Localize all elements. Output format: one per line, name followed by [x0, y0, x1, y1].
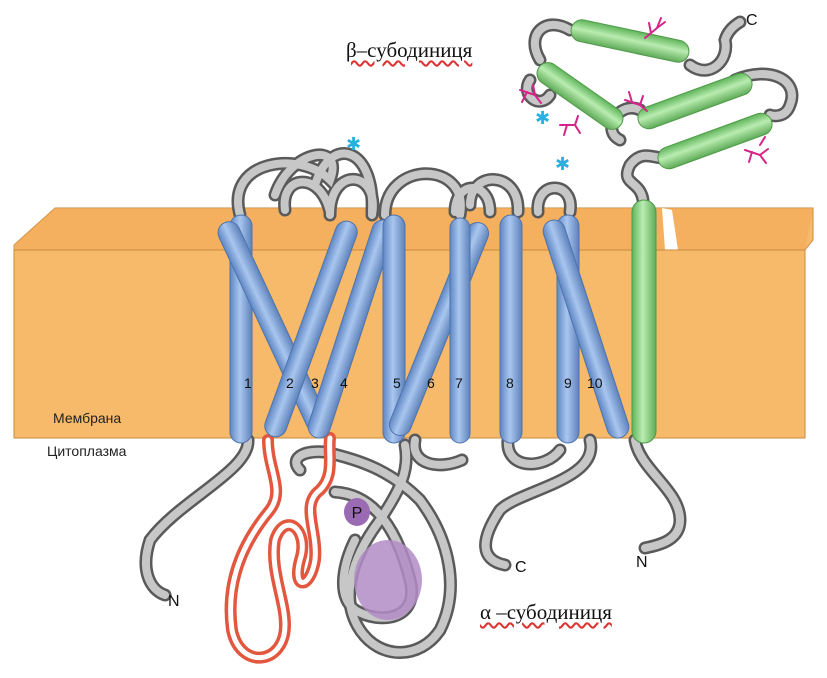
helix-number: 3 — [311, 375, 319, 391]
nucleotide-binding-domain — [354, 540, 422, 620]
helix-number: 1 — [244, 375, 252, 391]
alpha-n-terminus: N — [168, 593, 180, 610]
asterisk-icon: ✱ — [346, 134, 361, 155]
phosphate-group: P — [344, 498, 370, 526]
membrane-label: Мембрана — [53, 410, 121, 426]
alpha-c-terminus: C — [515, 559, 527, 576]
helix-number: 9 — [564, 375, 572, 391]
helix-number: 7 — [455, 375, 463, 391]
asterisk-icon: ✱ — [535, 108, 550, 129]
alpha-subunit-label: α –субодиниця — [480, 600, 612, 625]
beta-c-terminus: C — [746, 12, 758, 29]
helix-number: 8 — [506, 375, 514, 391]
helix-number: 6 — [427, 375, 435, 391]
helix-7 — [450, 218, 470, 443]
helix-number: 10 — [587, 375, 603, 391]
helix-number: 5 — [393, 375, 401, 391]
asterisk-icon: ✱ — [555, 154, 570, 175]
cytoplasm-label: Цитоплазма — [47, 443, 126, 459]
asterisks: ✱ ✱ ✱ — [346, 108, 570, 175]
helix-8 — [500, 215, 522, 443]
red-cytoplasmic-loop — [231, 438, 330, 658]
helix-number: 4 — [340, 375, 348, 391]
helix-number: 2 — [286, 375, 294, 391]
beta-subunit-label: β–субодиниця — [346, 38, 472, 63]
beta-n-terminus: N — [636, 554, 648, 571]
phosphate-label: P — [352, 505, 363, 522]
